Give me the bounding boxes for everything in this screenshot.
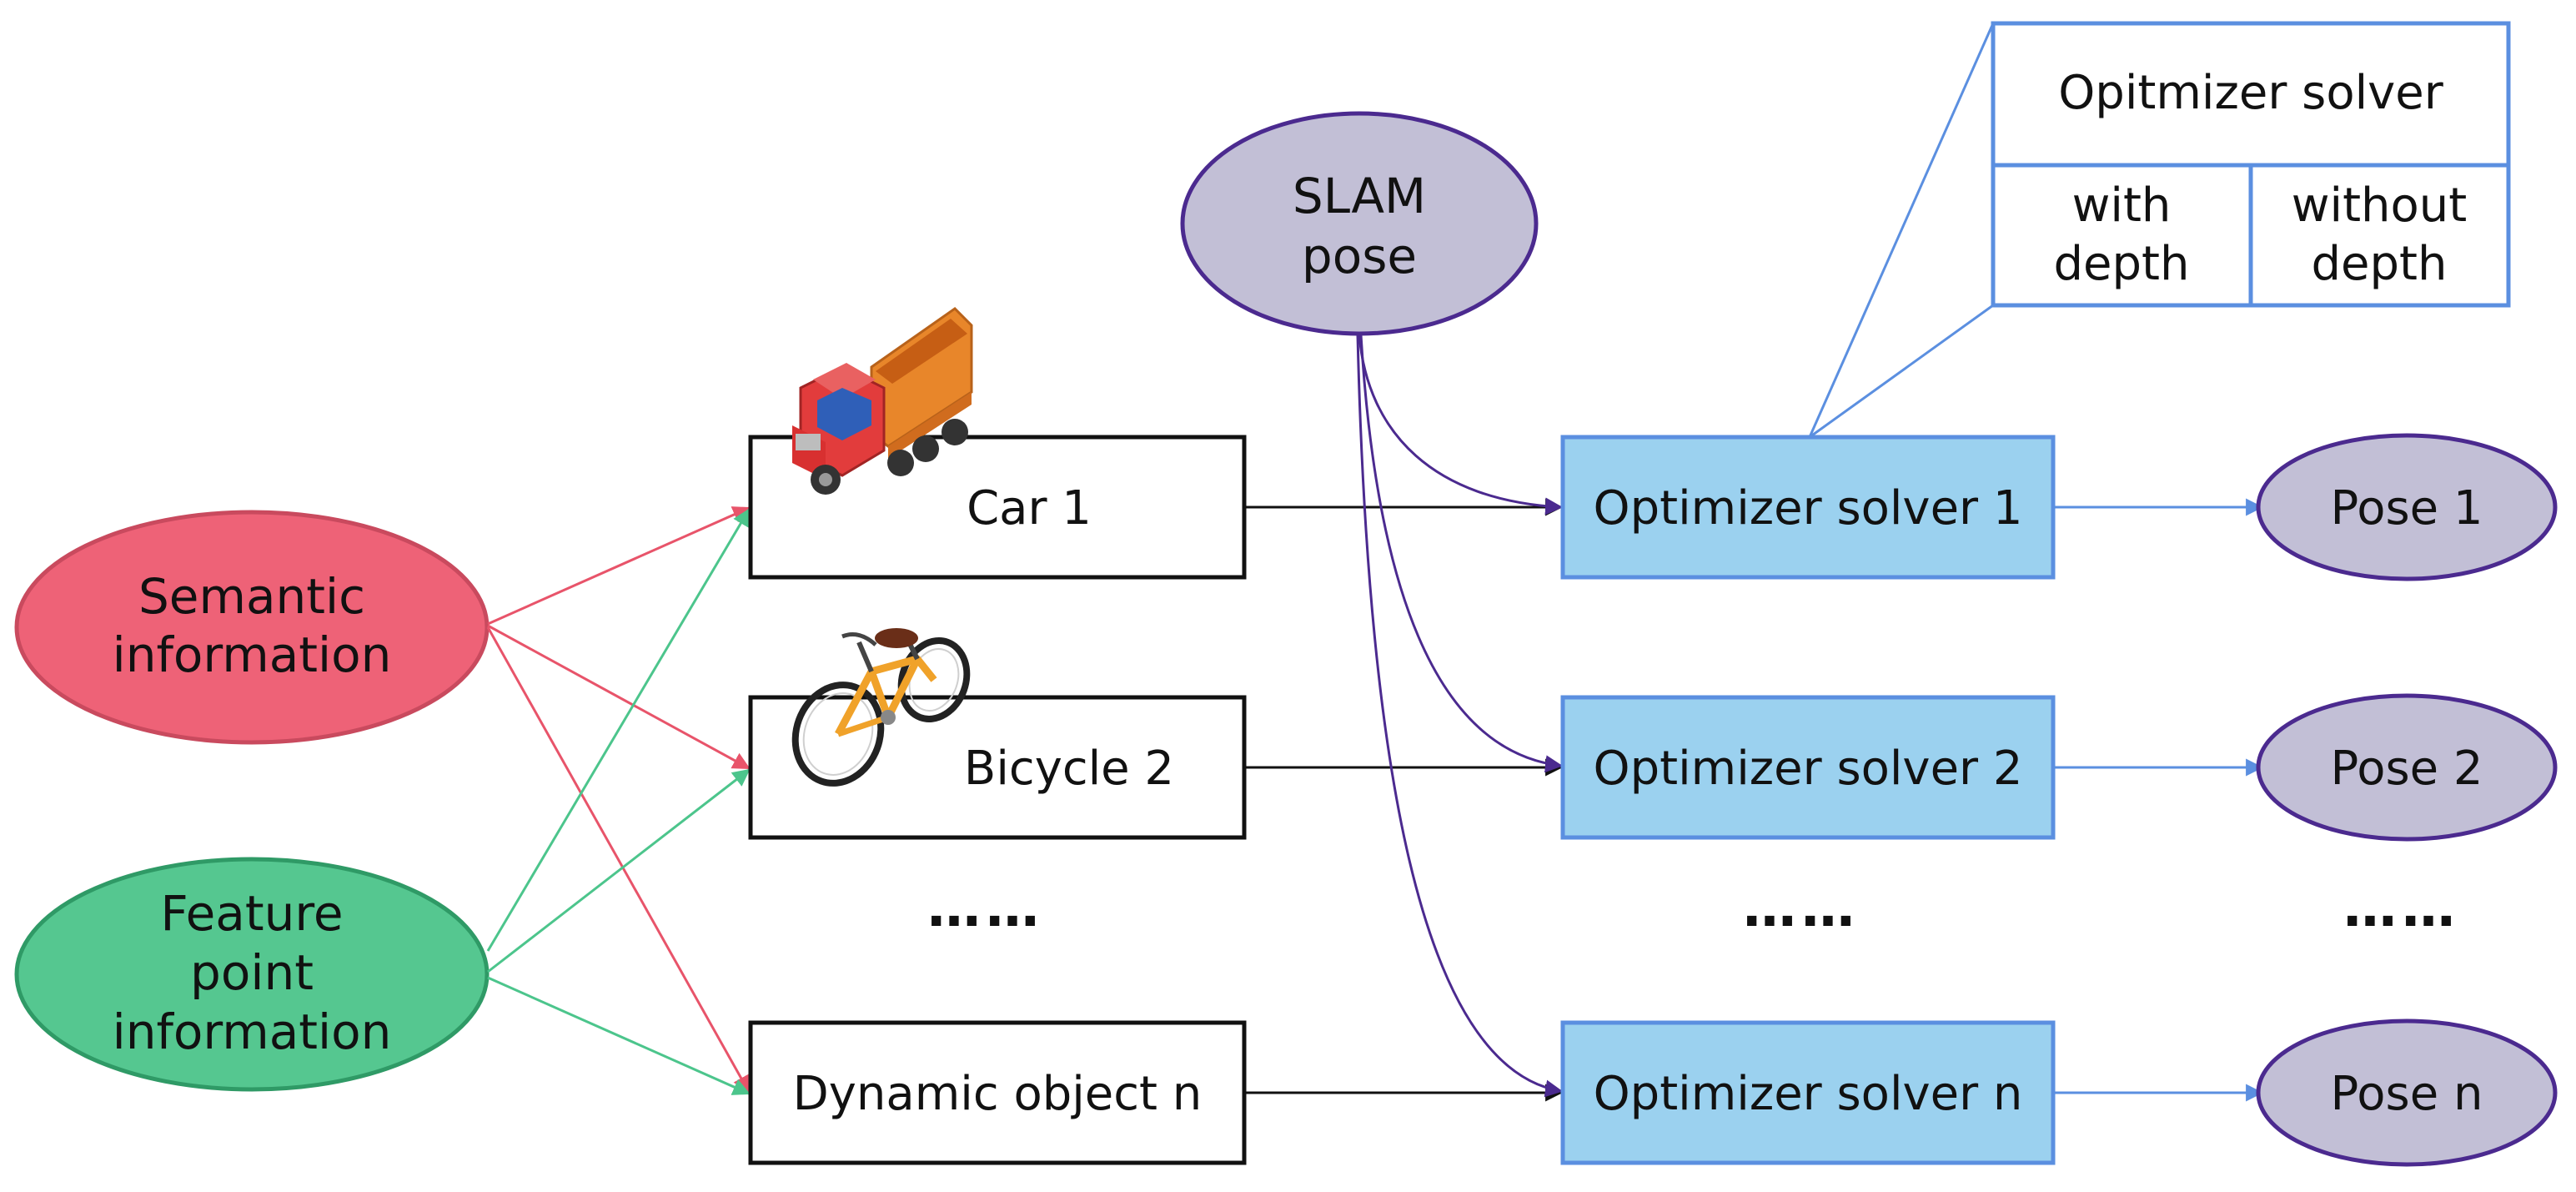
semantic-to-dynamic-arrow [486,626,751,1094]
pose-n-label: Pose n [2331,1067,2483,1121]
slam-to-solver2-arrow [1359,334,1564,773]
slam-label-line1: SLAM [1293,168,1426,224]
solver-n-box: Optimizer solver n [1560,1020,2056,1165]
truck-icon [792,307,973,495]
pose-ellipsis: …… [2343,878,2460,939]
pose-2-label: Pose 2 [2330,742,2483,796]
solver-n-label: Optimizer solver n [1594,1067,2023,1121]
semantic-label-line2: information [113,626,392,683]
feature-point-information-node: Feature point information [14,857,490,1092]
feature-label-line2: point [190,944,314,1001]
feature-label-line1: Feature [160,885,343,942]
solver-detail-callout [1808,23,1995,439]
feature-to-dynamic-arrow [487,976,751,1095]
object-dynamic-box: Dynamic object n [748,1020,1247,1165]
semantic-arrows [486,506,751,1094]
object-dynamic-label: Dynamic object n [793,1067,1203,1121]
pose-1-node: Pose 1 [2256,433,2558,581]
semantic-to-car-arrow [487,506,751,626]
slam-to-solver1-arrow [1358,334,1564,516]
slam-to-solvern-arrow [1356,334,1564,1098]
with-depth-line1: with [2072,179,2172,233]
slam-pose-node: SLAM pose [1180,111,1539,336]
feature-to-car-arrow [486,508,751,952]
solver-1-box: Optimizer solver 1 [1560,435,2056,580]
bicycle-icon [791,628,971,787]
pose-2-node: Pose 2 [2256,693,2558,842]
solver-to-pose-arrows [2055,498,2264,1102]
feature-arrows [486,508,751,1095]
object-bicycle-label: Bicycle 2 [964,742,1174,796]
solver-2-box: Optimizer solver 2 [1560,695,2056,840]
without-depth-line1: without [2292,179,2468,233]
pose-1-label: Pose 1 [2330,481,2483,536]
feature-label-line3: information [113,1003,392,1060]
solver-ellipsis: …… [1743,878,1860,939]
feature-to-bicycle-arrow [487,768,751,973]
semantic-label-line1: Semantic [138,568,365,625]
pose-n-node: Pose n [2256,1018,2558,1167]
solver-2-label: Optimizer solver 2 [1594,742,2023,796]
without-depth-line2: depth [2312,237,2448,291]
object-to-solver-arrows [1246,498,1564,1102]
object-bicycle-box: Bicycle 2 [748,695,1247,840]
with-depth-line2: depth [2054,237,2190,291]
slam-arrows [1356,334,1564,1098]
solver-detail-table: Opitmizer solver with depth without dept… [1991,21,2511,308]
semantic-information-node: Semantic information [14,510,490,745]
semantic-to-bicycle-arrow [487,624,751,770]
object-car-label: Car 1 [967,481,1092,536]
object-ellipsis: …… [927,878,1044,939]
solver-1-label: Optimizer solver 1 [1594,481,2023,536]
solver-detail-title: Opitmizer solver [2058,66,2444,120]
slam-label-line2: pose [1302,228,1417,284]
